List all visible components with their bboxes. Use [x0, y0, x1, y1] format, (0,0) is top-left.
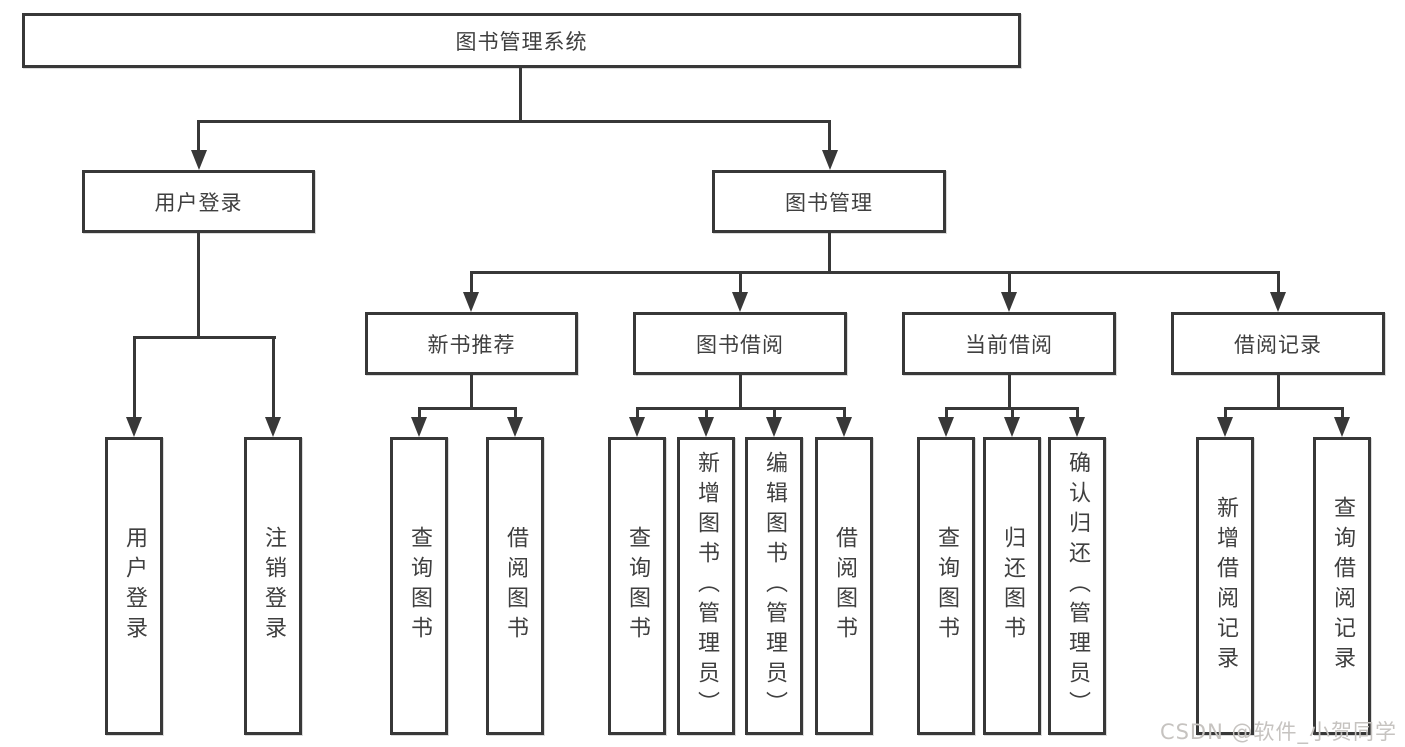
connector-line: [132, 336, 276, 339]
arrowhead-down-icon: [507, 417, 523, 437]
node-borrow-records: 借阅记录: [1171, 312, 1385, 375]
node-new-book-recommend-label: 新书推荐: [427, 332, 516, 357]
connector-line: [132, 336, 136, 419]
node-book-management-label: 图书管理: [785, 190, 873, 215]
connector-line: [1007, 271, 1011, 294]
connector-line: [704, 407, 708, 419]
leaf-add-borrow-record-label: 新增借阅记录: [1213, 496, 1238, 676]
node-book-borrow-label: 图书借阅: [696, 332, 784, 357]
leaf-user-login: 用户登录: [105, 437, 163, 735]
node-book-management: 图书管理: [712, 170, 946, 233]
arrowhead-down-icon: [1270, 292, 1286, 312]
arrowhead-down-icon: [190, 150, 207, 170]
connector-line: [1276, 271, 1280, 294]
arrowhead-down-icon: [836, 417, 852, 437]
arrowhead-down-icon: [821, 150, 838, 170]
connector-line: [513, 407, 517, 419]
connector-line: [470, 375, 473, 410]
connector-line: [1075, 407, 1079, 419]
leaf-query-books-current: 查询图书: [917, 437, 975, 735]
leaf-edit-book-admin: 编辑图书（管理员）: [745, 437, 803, 735]
connector-line: [417, 407, 517, 410]
connector-line: [1276, 375, 1280, 410]
connector-line: [469, 271, 473, 294]
node-library-system-label: 图书管理系统: [455, 29, 588, 54]
connector-line: [417, 407, 421, 419]
connector-line: [271, 336, 275, 419]
node-user-login: 用户登录: [82, 170, 315, 233]
connector-line: [1007, 375, 1011, 410]
connector-line: [1010, 407, 1014, 419]
arrowhead-down-icon: [411, 417, 427, 437]
connector-line: [635, 407, 846, 410]
connector-line: [827, 233, 831, 274]
leaf-query-borrow-record: 查询借阅记录: [1313, 437, 1371, 735]
leaf-query-books-recommend-label: 查询图书: [407, 526, 432, 646]
connector-line: [1340, 407, 1344, 419]
watermark: CSDN @软件_小贺同学: [1159, 720, 1397, 744]
leaf-confirm-return-admin-label: 确认归还（管理员）: [1065, 451, 1090, 721]
arrowhead-down-icon: [265, 417, 281, 437]
connector-line: [197, 120, 831, 123]
connector-line: [1223, 407, 1344, 410]
node-user-login-label: 用户登录: [154, 190, 243, 215]
connector-line: [772, 407, 776, 419]
leaf-query-borrow-record-label: 查询借阅记录: [1330, 496, 1355, 676]
arrowhead-down-icon: [463, 292, 479, 312]
connector-line: [518, 66, 522, 122]
leaf-logout: 注销登录: [244, 437, 302, 735]
leaf-return-book-label: 归还图书: [1000, 526, 1025, 646]
node-current-borrow: 当前借阅: [902, 312, 1116, 375]
arrowhead-down-icon: [1069, 417, 1085, 437]
arrowhead-down-icon: [1217, 417, 1233, 437]
leaf-query-books-borrow: 查询图书: [608, 437, 666, 735]
node-book-borrow: 图书借阅: [633, 312, 847, 375]
arrowhead-down-icon: [126, 417, 142, 437]
arrowhead-down-icon: [1004, 417, 1020, 437]
arrowhead-down-icon: [766, 417, 782, 437]
leaf-add-book-admin: 新增图书（管理员）: [677, 437, 735, 735]
connector-line: [944, 407, 948, 419]
arrowhead-down-icon: [938, 417, 954, 437]
connector-line: [828, 120, 831, 152]
arrowhead-down-icon: [1001, 292, 1017, 312]
connector-line: [197, 233, 200, 339]
leaf-return-book: 归还图书: [983, 437, 1041, 735]
connector-line: [738, 375, 742, 410]
arrowhead-down-icon: [698, 417, 714, 437]
connector-line: [635, 407, 639, 419]
arrowhead-down-icon: [732, 292, 748, 312]
arrowhead-down-icon: [1334, 417, 1350, 437]
leaf-query-books-current-label: 查询图书: [934, 526, 959, 646]
leaf-borrow-books-label: 借阅图书: [832, 526, 857, 646]
connector-line: [469, 271, 1280, 274]
leaf-user-login-label: 用户登录: [122, 526, 147, 646]
node-current-borrow-label: 当前借阅: [965, 332, 1053, 357]
leaf-borrow-books: 借阅图书: [815, 437, 873, 735]
leaf-add-borrow-record: 新增借阅记录: [1196, 437, 1254, 735]
connector-line: [842, 407, 846, 419]
leaf-add-book-admin-label: 新增图书（管理员）: [694, 451, 719, 721]
leaf-logout-label: 注销登录: [261, 526, 286, 646]
connector-line: [738, 271, 742, 294]
leaf-confirm-return-admin: 确认归还（管理员）: [1048, 437, 1106, 735]
leaf-edit-book-admin-label: 编辑图书（管理员）: [762, 451, 787, 721]
node-borrow-records-label: 借阅记录: [1234, 332, 1322, 357]
leaf-query-books-recommend: 查询图书: [390, 437, 448, 735]
leaf-query-books-borrow-label: 查询图书: [625, 526, 650, 646]
connector-line: [1223, 407, 1227, 419]
leaf-borrow-books-recommend: 借阅图书: [486, 437, 544, 735]
connector-line: [197, 120, 200, 152]
leaf-borrow-books-recommend-label: 借阅图书: [503, 526, 528, 646]
arrowhead-down-icon: [629, 417, 645, 437]
node-new-book-recommend: 新书推荐: [365, 312, 578, 375]
node-library-system: 图书管理系统: [22, 13, 1021, 68]
